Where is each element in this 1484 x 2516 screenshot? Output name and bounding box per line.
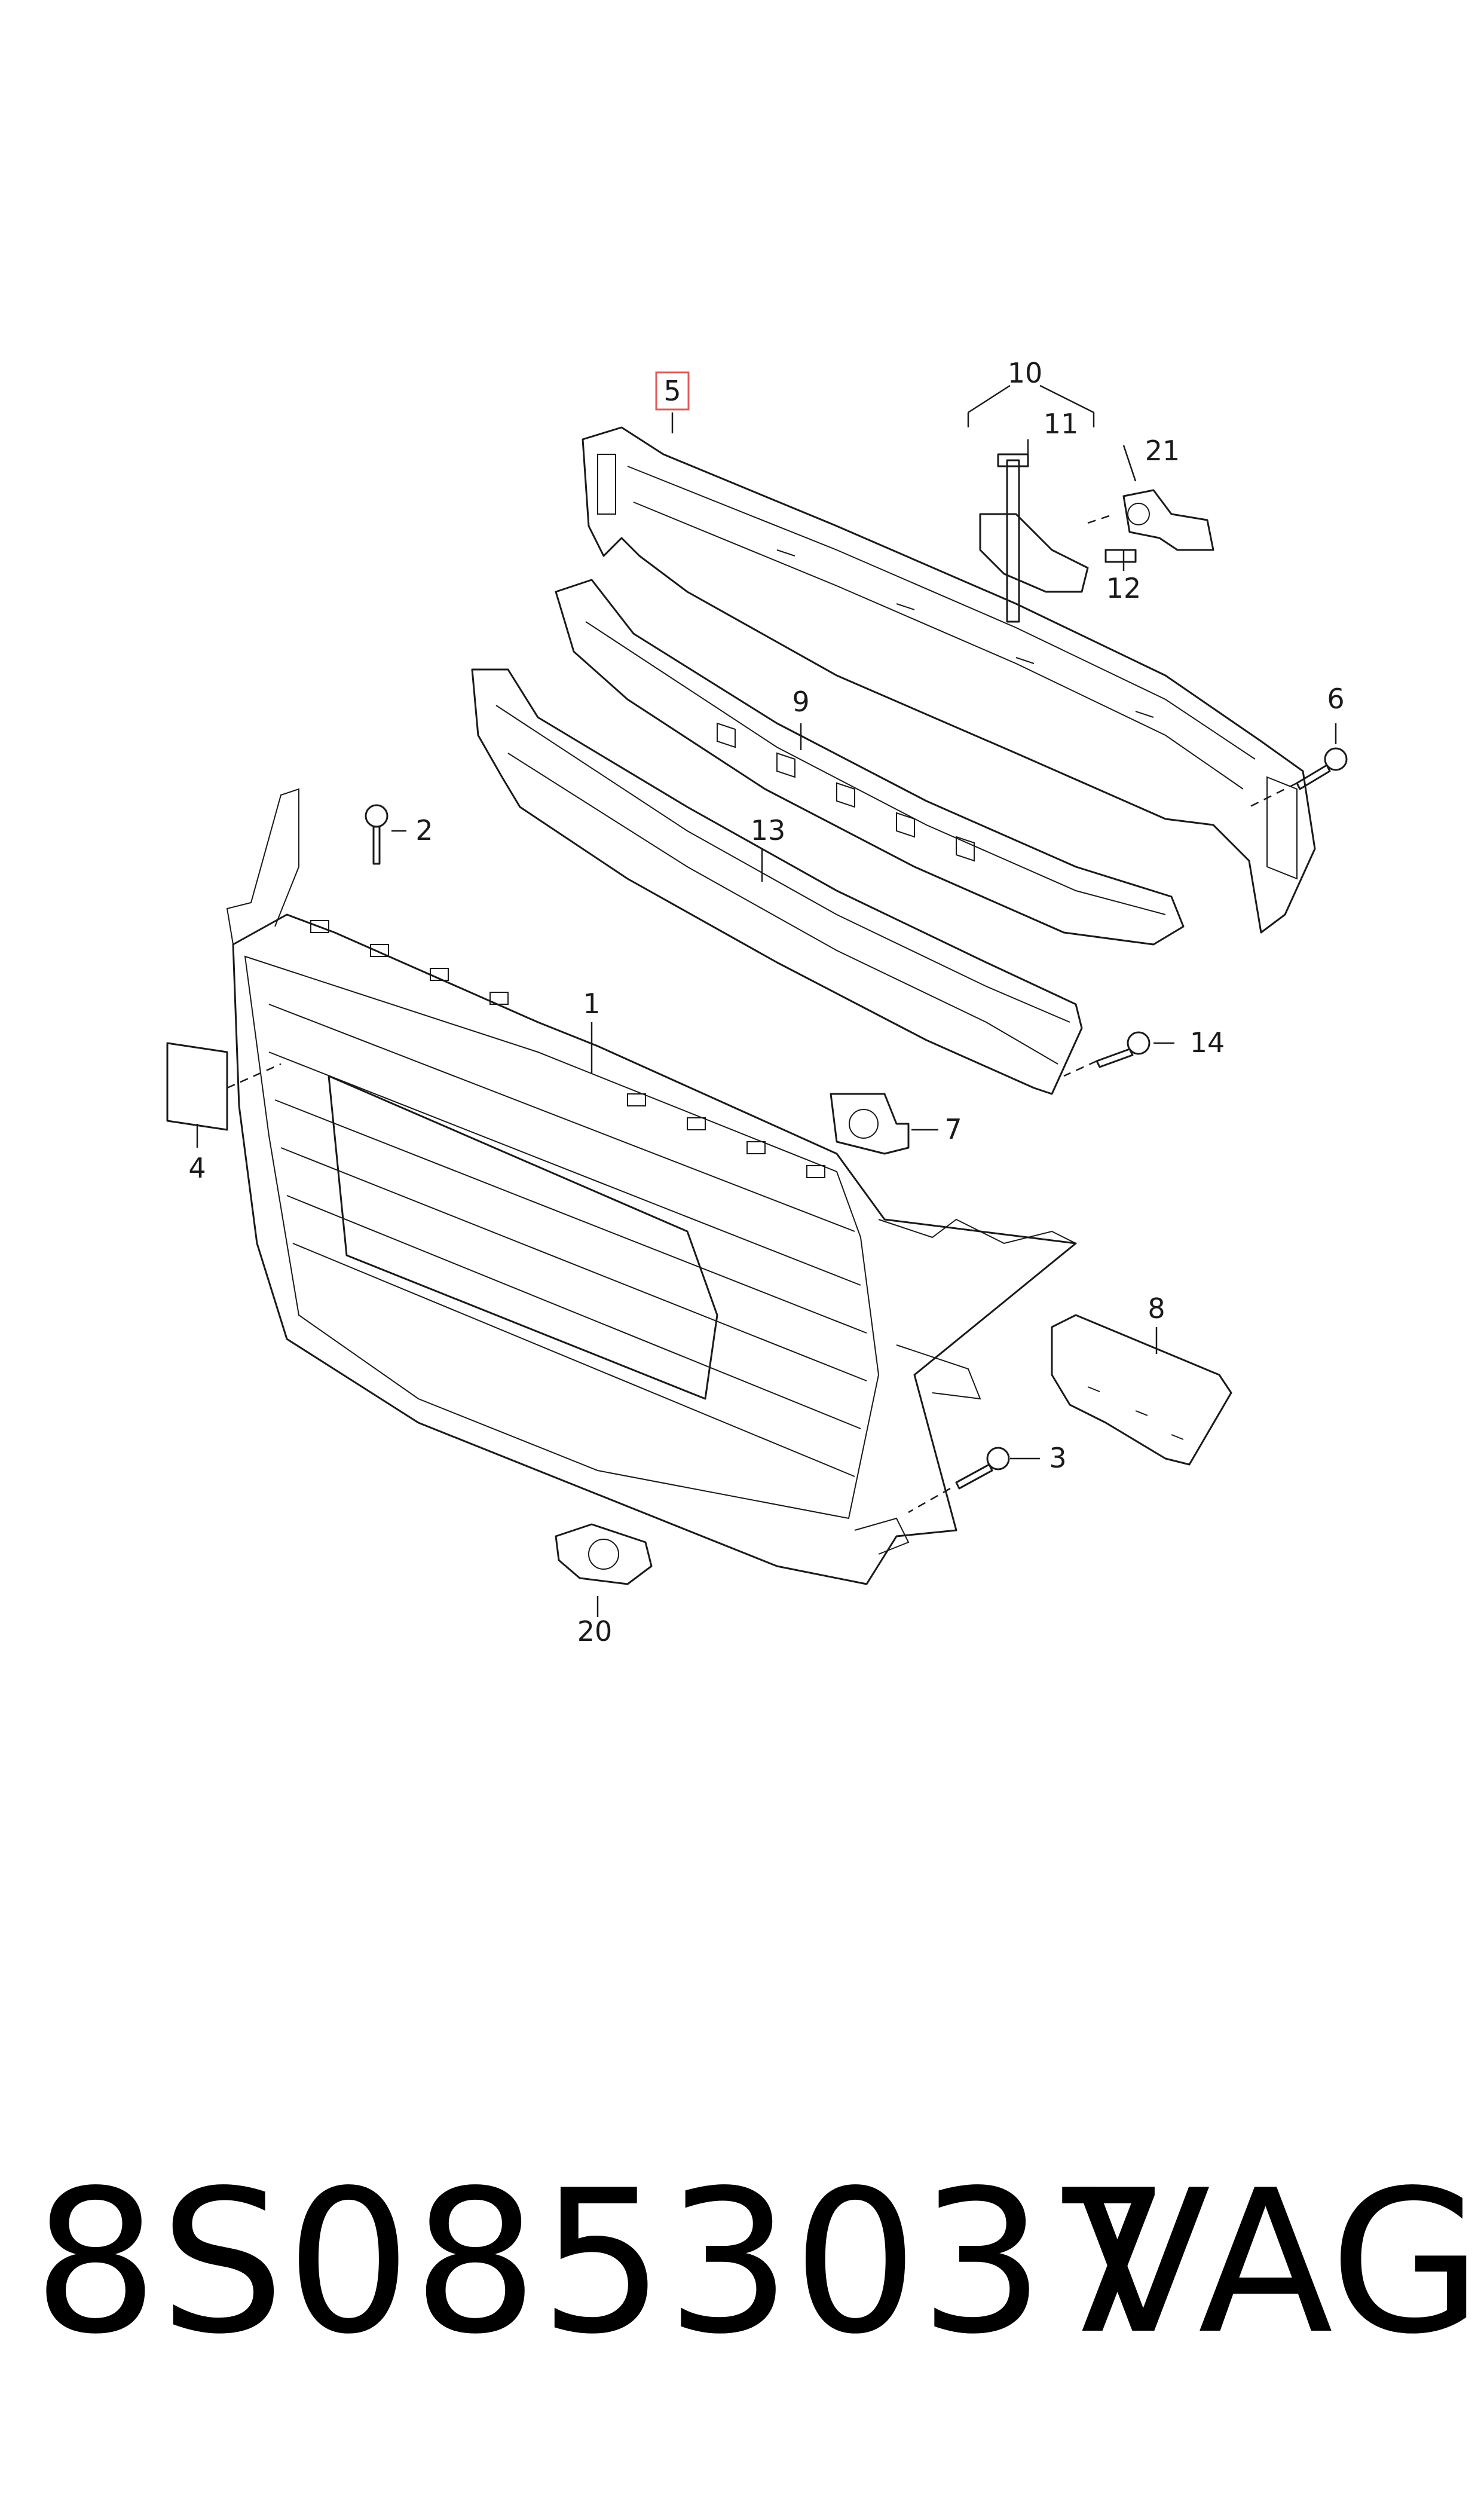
- part-number: 8S0853037: [33, 2148, 1173, 2377]
- exploded-parts-diagram: 5 10 11 21 12 6 9 2 13 14 1 7 4 8 3 20: [166, 357, 1348, 1647]
- callout-4[interactable]: 4: [188, 1152, 206, 1184]
- callout-10[interactable]: 10: [1008, 357, 1043, 389]
- part-20-sensor-holder: [555, 1523, 653, 1585]
- screw-14: [1096, 1031, 1151, 1068]
- callout-12[interactable]: 12: [1106, 572, 1142, 604]
- part-5-upper-carrier: [582, 426, 1316, 934]
- part-4-badge: [166, 1042, 228, 1131]
- brand-name: VAG: [1076, 2148, 1483, 2377]
- callouts: 5 10 11 21 12 6 9 2 13 14 1 7 4 8 3 20: [188, 357, 1344, 1647]
- callout-7[interactable]: 7: [944, 1113, 962, 1145]
- part-13-lower-strip: [471, 668, 1083, 1095]
- callout-2[interactable]: 2: [415, 814, 433, 846]
- callout-21[interactable]: 21: [1145, 435, 1180, 467]
- callout-1[interactable]: 1: [583, 988, 600, 1020]
- part-1-main-grille: [226, 788, 1077, 1585]
- leader-lines: [196, 412, 1337, 1617]
- screw-3: [955, 1447, 1010, 1490]
- callout-8[interactable]: 8: [1148, 1292, 1165, 1325]
- callout-9[interactable]: 9: [792, 686, 809, 718]
- callout-5[interactable]: 5: [663, 375, 681, 407]
- part-8-side-bracket: [1051, 1314, 1232, 1466]
- callout-20[interactable]: 20: [577, 1615, 613, 1647]
- highlight-box-5: [655, 371, 690, 411]
- footer-caption: 8S0853037 VAG: [0, 2128, 1484, 2397]
- callout-11[interactable]: 11: [1044, 408, 1079, 440]
- callout-3[interactable]: 3: [1049, 1442, 1066, 1474]
- callout-13[interactable]: 13: [751, 814, 786, 846]
- part-21-connector: [1122, 489, 1214, 551]
- callout-14[interactable]: 14: [1190, 1026, 1225, 1059]
- callout-6[interactable]: 6: [1327, 683, 1344, 715]
- screw-6: [1296, 747, 1348, 790]
- part-7-clip: [830, 1093, 910, 1155]
- part-9-middle-strip: [555, 579, 1185, 946]
- screw-2: [365, 804, 388, 865]
- part-10-bolt-assembly: [967, 384, 1137, 623]
